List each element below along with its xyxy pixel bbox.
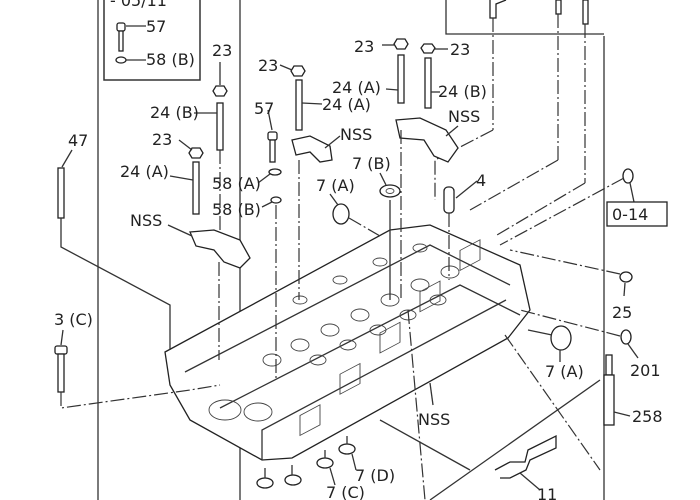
ref-box-0-14[interactable]: 0-14	[606, 201, 668, 227]
part-201-plug	[519, 309, 639, 359]
left-rocker-set	[167, 139, 251, 360]
legend-box: - 05/11 57 58 (B)	[103, 0, 201, 81]
label-24a-right: 24 (A)	[332, 78, 381, 97]
part-47-stud	[57, 149, 171, 350]
nss-bottom-leader	[429, 382, 434, 406]
label-7c: 7 (C)	[326, 483, 365, 500]
part-7a-plug-right	[527, 325, 572, 362]
label-11: 11	[537, 485, 557, 500]
label-24b-right: 24 (B)	[438, 82, 487, 101]
label-23-right-a: 23	[354, 37, 374, 56]
label-4: 4	[476, 171, 486, 190]
label-58a: 58 (A)	[212, 174, 261, 193]
right-rocker-set	[382, 38, 459, 300]
label-nss-right: NSS	[448, 107, 480, 126]
label-23-center: 23	[258, 56, 278, 75]
label-25: 25	[612, 303, 632, 322]
label-201: 201	[630, 361, 661, 380]
part-3c-bolt	[54, 329, 221, 409]
label-7d: 7 (D)	[355, 466, 395, 485]
part-11-bracket	[494, 434, 557, 491]
label-23-left: 23	[152, 130, 172, 149]
label-nss-left: NSS	[130, 211, 162, 230]
label-258: 258	[632, 407, 663, 426]
part-0-14-plug	[499, 168, 635, 246]
label-24a-center: 24 (A)	[322, 95, 371, 114]
label-47: 47	[68, 131, 88, 150]
cylinder-head-block	[164, 224, 531, 461]
label-nss-center: NSS	[340, 125, 372, 144]
legend-bolt-icon	[116, 22, 126, 52]
label-24b-left: 24 (B)	[150, 103, 199, 122]
legend-item-58b: 58 (B)	[146, 50, 195, 69]
legend-item-57: 57	[146, 17, 166, 36]
label-3c: 3 (C)	[54, 310, 93, 329]
label-7a-upper: 7 (A)	[316, 176, 355, 195]
label-7a-right: 7 (A)	[545, 362, 584, 381]
label-23-upper-left: 23	[212, 41, 232, 60]
ref-label-0-14: 0-14	[612, 205, 648, 224]
legend-header: - 05/11	[110, 0, 167, 10]
stud-24b-left	[194, 62, 228, 230]
label-nss-bottom: NSS	[418, 410, 450, 429]
label-24a-left: 24 (A)	[120, 162, 169, 181]
side-ports	[299, 239, 481, 437]
legend-washer-icon	[115, 56, 127, 64]
label-23-right-b: 23	[450, 40, 470, 59]
label-57: 57	[254, 99, 274, 118]
part-25-plug	[509, 249, 633, 297]
label-58b: 58 (B)	[212, 200, 261, 219]
part-4-dowel	[443, 180, 478, 280]
part-7b-seal	[379, 172, 401, 300]
part-57-58	[257, 109, 282, 380]
center-rocker-set	[279, 64, 341, 300]
part-258-stud	[603, 354, 631, 426]
label-7b: 7 (B)	[352, 154, 391, 173]
bottom-seals	[256, 436, 357, 489]
part-7a-plug-upper	[329, 193, 381, 237]
top-right-studs	[434, 0, 589, 236]
